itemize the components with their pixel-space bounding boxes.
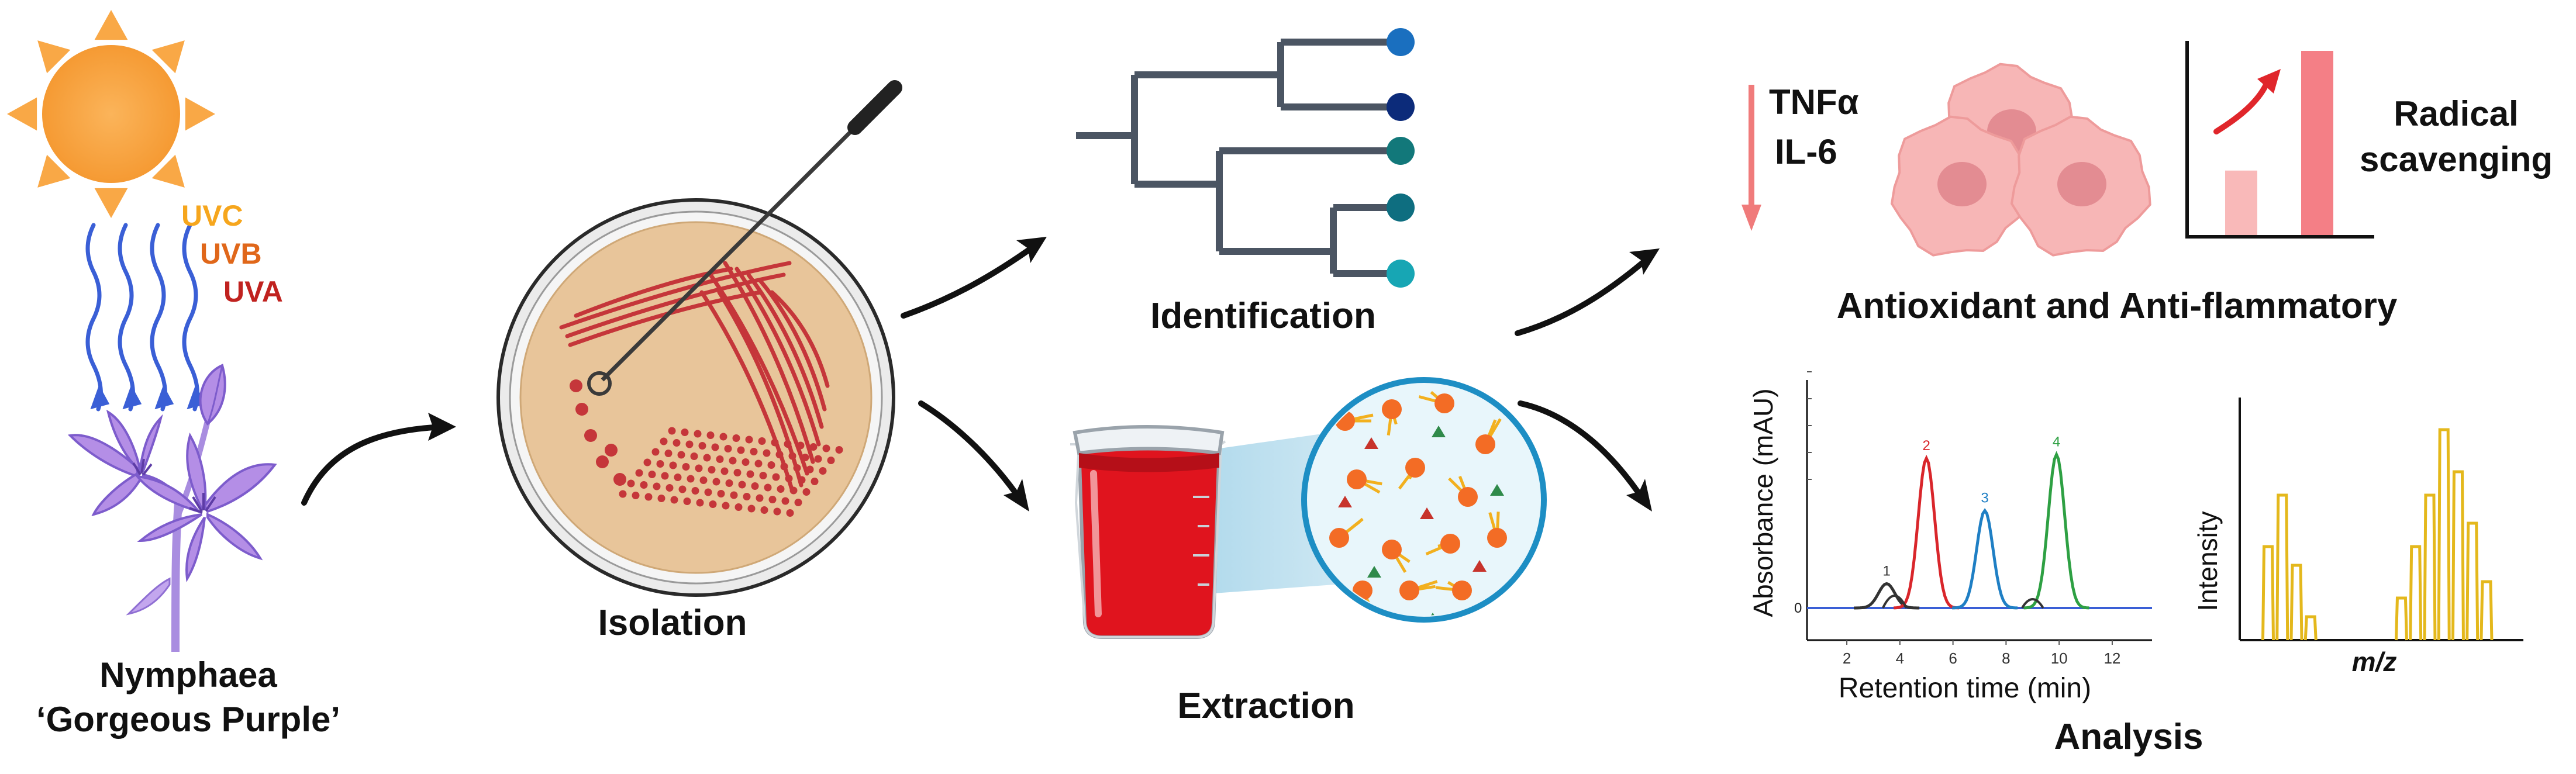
chromatogram-xlabel: Retention time (min): [1838, 673, 2092, 704]
petri-dish-icon: [496, 80, 902, 597]
extraction-label: Extraction: [1177, 686, 1355, 726]
il6-label: IL-6: [1775, 132, 1837, 171]
mass-peak: [2261, 545, 2275, 641]
nymphaea-flower-icon: [67, 364, 277, 652]
uva-label: UVA: [223, 275, 283, 308]
plant-name-line2: ‘Gorgeous Purple’: [36, 700, 341, 739]
mass-peak: [2303, 615, 2318, 641]
mass-peak: [2437, 428, 2451, 641]
chromatogram-peak: [1894, 454, 1960, 610]
x-tick-label: 10: [2051, 649, 2068, 667]
mass-peak: [2394, 596, 2408, 641]
uvc-label: UVC: [181, 199, 243, 232]
chromatogram-y-tick-label: 0: [1794, 600, 1802, 616]
bioactivity-label: Antioxidant and Anti-flammatory: [1836, 286, 2398, 326]
mass-peak: [2423, 493, 2437, 641]
identification-label: Identification: [1150, 296, 1376, 336]
cell-nucleus: [2057, 162, 2106, 206]
peak-label: 1: [1882, 563, 1890, 579]
cells-icon: [1890, 63, 2151, 257]
radical-label-line2: scavenging: [2359, 140, 2553, 179]
uvb-label: UVB: [200, 237, 262, 270]
mass-peak: [2289, 564, 2303, 641]
chromatogram-shoulder: [2021, 598, 2044, 609]
arrow-heads: [428, 237, 1660, 512]
x-tick-label: 8: [2002, 649, 2010, 667]
chromatogram-peak: [1854, 582, 1920, 610]
x-tick-label: 12: [2103, 649, 2120, 667]
mass-peak: [2275, 493, 2289, 641]
radical-label-line1: Radical: [2394, 94, 2519, 133]
mass-spec-xlabel: m/z: [2351, 647, 2397, 677]
decrease-arrow-icon: [1742, 85, 1761, 231]
radical-bar: [2301, 51, 2333, 235]
radical-bar-chart: [2185, 41, 2374, 239]
uv-waves-icon: [85, 223, 206, 412]
mass-spec-ylabel: Intensity: [2192, 511, 2223, 611]
plant-name-line1: Nymphaea: [99, 655, 277, 694]
tnf-label: TNFα: [1769, 82, 1859, 122]
x-tick-label: 6: [1949, 649, 1957, 667]
tree-leaf-node: [1387, 260, 1415, 288]
x-tick-label: 4: [1896, 649, 1904, 667]
mass-peak: [2451, 470, 2465, 641]
chromatogram-peak: [1952, 508, 2018, 610]
chromatogram-shoulder: [1881, 595, 1908, 609]
tree-leaves: [1387, 28, 1415, 288]
mass-peak: [2409, 545, 2423, 641]
tree-leaf-node: [1387, 137, 1415, 165]
peak-label: 4: [2053, 434, 2060, 450]
tree-leaf-node: [1387, 28, 1415, 56]
mass-peak: [2465, 521, 2480, 641]
phylogenetic-tree-icon: [1076, 39, 1398, 277]
analysis-label: Analysis: [2054, 717, 2203, 757]
cell-nucleus: [1937, 162, 1987, 206]
mass-spectrum-chart: [2239, 398, 2523, 641]
isolation-label: Isolation: [598, 603, 747, 643]
micelle-zoom-icon: [1301, 377, 1547, 623]
tree-leaf-node: [1387, 194, 1415, 222]
tree-leaf-node: [1387, 93, 1415, 121]
x-tick-label: 2: [1843, 649, 1851, 667]
flow-arrows: [301, 243, 1652, 506]
mass-peak: [2480, 580, 2494, 641]
radical-bar: [2225, 170, 2257, 235]
chromatogram-peak: [2023, 451, 2089, 610]
sun-icon: [7, 10, 215, 218]
chromatogram-ylabel: Absorbance (mAU): [1748, 388, 1778, 617]
peak-label: 2: [1923, 438, 1930, 454]
peak-label: 3: [1981, 490, 1988, 506]
